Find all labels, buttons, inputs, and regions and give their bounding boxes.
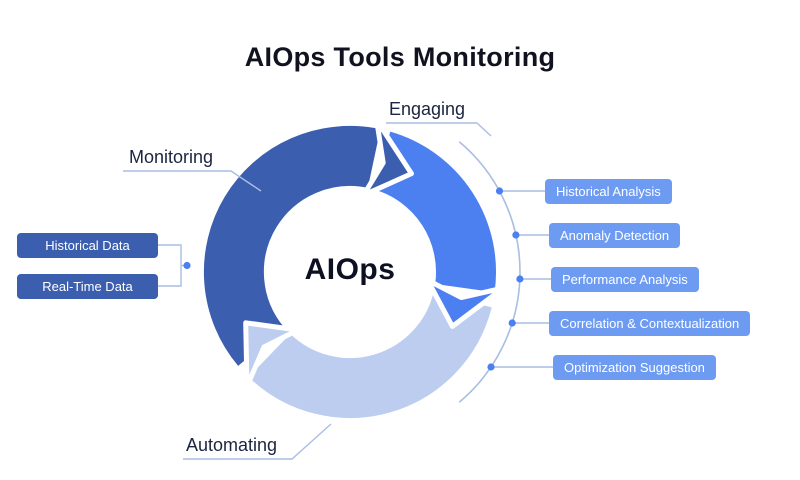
segment-automating <box>248 291 492 418</box>
left-item-historical-data: Historical Data <box>17 233 158 258</box>
left-item-real-time-data: Real-Time Data <box>17 274 158 299</box>
monitoring-arrow-icon <box>361 117 414 198</box>
right-item-performance-analysis: Performance Analysis <box>551 267 699 292</box>
automating-arrow-icon <box>243 320 301 389</box>
dot-left-bracket <box>183 261 191 270</box>
dot-correlation <box>508 319 516 327</box>
right-item-optimization-suggestion: Optimization Suggestion <box>553 355 716 380</box>
right-bracket-arc <box>458 141 521 403</box>
automating-leader-line <box>183 423 332 460</box>
label-engaging: Engaging <box>389 99 466 119</box>
segment-monitoring <box>203 125 381 366</box>
dot-anomaly-detection <box>512 231 520 239</box>
dot-optimization <box>487 363 495 371</box>
label-automating: Automating <box>186 435 278 455</box>
monitoring-leader-line <box>123 170 262 192</box>
dot-performance-analysis <box>516 275 524 283</box>
page-title: AIOps Tools Monitoring <box>244 42 556 72</box>
right-item-anomaly-detection: Anomaly Detection <box>549 223 681 248</box>
engaging-leader-line <box>386 122 492 137</box>
right-item-correlation-contextualization: Correlation & Contextualization <box>549 311 751 336</box>
engaging-arrow-icon <box>425 277 506 329</box>
center-label: AIOps <box>304 253 396 286</box>
label-monitoring: Monitoring <box>129 147 214 167</box>
dot-historical-analysis <box>495 187 504 195</box>
left-bracket-line <box>158 244 182 287</box>
right-item-historical-analysis: Historical Analysis <box>545 179 672 204</box>
